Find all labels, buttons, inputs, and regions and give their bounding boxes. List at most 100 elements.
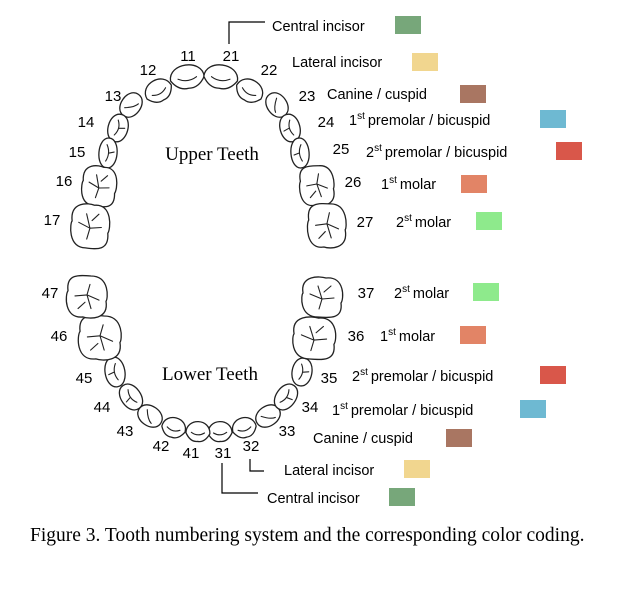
tooth-number-43: 43 bbox=[117, 423, 134, 440]
tooth-45-groove bbox=[108, 363, 119, 381]
legend-text: Central incisor bbox=[267, 491, 360, 507]
legend-swatch-premolar1 bbox=[540, 110, 566, 128]
legend-ordinal: 1 bbox=[349, 113, 357, 129]
tooth-41-groove bbox=[190, 431, 206, 436]
legend-leader-lines bbox=[221, 21, 265, 494]
tooth-number-33: 33 bbox=[279, 423, 296, 440]
tooth-22-crown bbox=[236, 78, 264, 103]
tooth-13 bbox=[119, 92, 143, 118]
tooth-12-groove bbox=[151, 87, 167, 96]
tooth-17-groove bbox=[78, 213, 102, 240]
tooth-32-groove bbox=[237, 426, 252, 432]
legend-ordinal: 2 bbox=[366, 145, 374, 161]
tooth-number-14: 14 bbox=[78, 114, 95, 131]
tooth-46-groove bbox=[86, 324, 114, 351]
tooth-16-crown bbox=[80, 165, 118, 208]
tooth-11-groove bbox=[177, 76, 198, 82]
legend-text: molar bbox=[400, 177, 436, 193]
tooth-24-groove bbox=[283, 119, 295, 136]
tooth-21-crown bbox=[203, 64, 239, 90]
tooth-31-crown bbox=[207, 421, 233, 443]
legend-ordinal: 2 bbox=[396, 215, 404, 231]
tooth-number-37: 37 bbox=[358, 285, 375, 302]
tooth-number-34: 34 bbox=[302, 399, 319, 416]
tooth-15 bbox=[98, 137, 118, 169]
legend-swatch-molar1 bbox=[461, 175, 487, 193]
tooth-35-groove bbox=[298, 363, 310, 380]
legend-text: molar bbox=[413, 286, 449, 302]
tooth-number-44: 44 bbox=[94, 399, 111, 416]
tooth-15-groove bbox=[105, 144, 115, 162]
leader-lower-lateral bbox=[249, 459, 264, 472]
tooth-26-crown bbox=[298, 165, 335, 207]
legend-ordinal: 1 bbox=[332, 403, 340, 419]
tooth-47-crown bbox=[65, 274, 108, 319]
tooth-number-32: 32 bbox=[243, 438, 260, 455]
legend-ordinal-suffix: st bbox=[357, 111, 365, 122]
tooth-number-16: 16 bbox=[56, 173, 73, 190]
tooth-36 bbox=[292, 316, 337, 361]
tooth-14-groove bbox=[113, 119, 126, 136]
tooth-27-groove bbox=[315, 212, 340, 239]
legend-swatch-molar2 bbox=[473, 283, 499, 301]
tooth-31-groove bbox=[212, 431, 228, 436]
tooth-43-crown bbox=[137, 404, 163, 428]
lower-teeth-label: Lower Teeth bbox=[162, 364, 258, 385]
tooth-number-12: 12 bbox=[140, 62, 157, 79]
tooth-13-groove bbox=[124, 103, 139, 109]
tooth-number-42: 42 bbox=[153, 438, 170, 455]
legend-swatch-premolar2 bbox=[540, 366, 566, 384]
legend-row-upper-lateral: Lateral incisor bbox=[292, 53, 438, 71]
legend-text: Canine / cuspid bbox=[313, 431, 413, 447]
tooth-25 bbox=[290, 137, 310, 169]
tooth-37-groove bbox=[309, 285, 335, 310]
tooth-14-crown bbox=[107, 113, 129, 143]
legend-label: Canine / cuspid bbox=[313, 431, 413, 447]
legend-label: Central incisor bbox=[267, 491, 360, 507]
legend-label: Lateral incisor bbox=[292, 55, 382, 71]
legend-text: premolar / bicuspid bbox=[368, 113, 491, 129]
tooth-32 bbox=[232, 416, 257, 439]
tooth-31 bbox=[207, 421, 233, 443]
legend-swatch-molar1 bbox=[460, 326, 486, 344]
tooth-12 bbox=[144, 78, 172, 103]
legend-text: premolar / bicuspid bbox=[351, 403, 474, 419]
legend-ordinal-suffix: st bbox=[360, 367, 368, 378]
legend-label: Lateral incisor bbox=[284, 463, 374, 479]
tooth-45 bbox=[104, 356, 126, 388]
legend-text: premolar / bicuspid bbox=[371, 369, 494, 385]
legend-ordinal: 2 bbox=[352, 369, 360, 385]
tooth-number-25: 25 bbox=[333, 141, 350, 158]
tooth-17 bbox=[70, 203, 111, 250]
tooth-17-crown bbox=[70, 203, 111, 250]
tooth-14 bbox=[107, 113, 129, 143]
tooth-45-crown bbox=[104, 356, 126, 388]
tooth-42 bbox=[161, 416, 186, 439]
tooth-11 bbox=[169, 64, 205, 90]
tooth-22-groove bbox=[241, 87, 257, 96]
tooth-number-46: 46 bbox=[51, 328, 68, 345]
legend-row-lower-central: Central incisor bbox=[267, 488, 415, 507]
figure-caption: Figure 3. Tooth numbering system and the… bbox=[30, 525, 585, 546]
tooth-number-47: 47 bbox=[42, 285, 59, 302]
tooth-47-groove bbox=[74, 283, 100, 310]
legend-swatch-lateral bbox=[404, 460, 430, 478]
tooth-number-27: 27 bbox=[357, 214, 374, 231]
tooth-37-crown bbox=[301, 276, 344, 319]
tooth-27-crown bbox=[306, 202, 347, 249]
tooth-36-crown bbox=[292, 316, 337, 361]
tooth-46 bbox=[77, 314, 122, 361]
legend-label: Canine / cuspid bbox=[327, 87, 427, 103]
legend-swatch-canine bbox=[446, 429, 472, 447]
